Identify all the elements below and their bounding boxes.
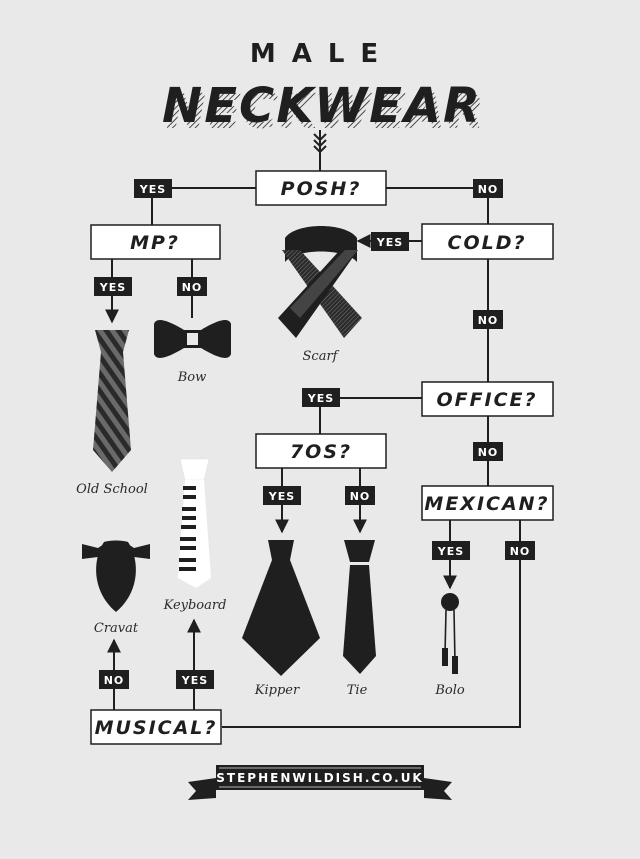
svg-text:YES: YES: [437, 545, 464, 558]
svg-text:7OS?: 7OS?: [290, 441, 352, 463]
question-cold: COLD?: [421, 223, 554, 260]
title-shadow: NECKWEAR: [166, 84, 486, 140]
svg-text:YES: YES: [99, 281, 126, 294]
bow-tie-icon: [154, 320, 231, 358]
badge-musical-no: NO: [99, 670, 129, 689]
svg-text:NO: NO: [182, 281, 203, 294]
svg-text:MP?: MP?: [130, 232, 180, 254]
footer-url: STEPHENWILDISH.CO.UK: [216, 771, 423, 785]
svg-text:NO: NO: [350, 490, 371, 503]
badge-cold-yes: YES: [371, 232, 409, 251]
caption-scarf: Scarf: [303, 349, 340, 364]
svg-text:YES: YES: [307, 392, 334, 405]
tie-icon: [343, 540, 376, 674]
svg-text:NO: NO: [478, 314, 499, 327]
caption-old-school: Old School: [76, 482, 148, 497]
svg-text:YES: YES: [181, 674, 208, 687]
svg-text:OFFICE?: OFFICE?: [436, 389, 537, 411]
footer-ribbon: STEPHENWILDISH.CO.UK: [188, 765, 452, 800]
title-line1: MALE: [250, 39, 394, 69]
fletching-arrow-icon: [313, 130, 327, 172]
cravat-icon: [82, 540, 150, 612]
svg-text:YES: YES: [139, 183, 166, 196]
svg-text:NO: NO: [104, 674, 125, 687]
badge-mexican-yes: YES: [432, 541, 470, 560]
badge-office-no: NO: [473, 442, 503, 461]
badge-musical-yes: YES: [176, 670, 214, 689]
svg-text:NO: NO: [478, 446, 499, 459]
badge-70s-no: NO: [345, 486, 375, 505]
badge-posh-yes: YES: [134, 179, 172, 198]
badge-mexican-no: NO: [505, 541, 535, 560]
badge-70s-yes: YES: [263, 486, 301, 505]
bolo-tie-icon: [441, 593, 459, 674]
question-musical: MUSICAL?: [90, 709, 222, 745]
svg-text:YES: YES: [268, 490, 295, 503]
svg-text:COLD?: COLD?: [448, 232, 527, 254]
caption-tie: Tie: [347, 683, 368, 698]
svg-text:MEXICAN?: MEXICAN?: [424, 493, 549, 515]
caption-bow: Bow: [177, 370, 207, 385]
question-70s: 7OS?: [255, 433, 387, 469]
title-line2: NECKWEAR: [162, 78, 482, 134]
badge-mp-no: NO: [177, 277, 207, 296]
caption-bolo: Bolo: [434, 683, 465, 698]
badge-cold-no: NO: [473, 310, 503, 329]
question-posh: POSH?: [255, 170, 387, 206]
kipper-tie-icon: [242, 540, 320, 676]
question-mp: MP?: [90, 224, 221, 260]
svg-text:POSH?: POSH?: [281, 178, 362, 200]
keyboard-tie-icon: [178, 458, 211, 588]
caption-kipper: Kipper: [254, 683, 300, 698]
question-mexican: MEXICAN?: [421, 485, 554, 521]
svg-text:MUSICAL?: MUSICAL?: [95, 717, 218, 739]
svg-text:NO: NO: [510, 545, 531, 558]
svg-text:NO: NO: [478, 183, 499, 196]
svg-text:YES: YES: [376, 236, 403, 249]
badge-posh-no: NO: [473, 179, 503, 198]
badge-office-yes: YES: [302, 388, 340, 407]
badge-mp-yes: YES: [94, 277, 132, 296]
question-office: OFFICE?: [421, 381, 554, 417]
scarf-icon: [278, 226, 362, 338]
caption-keyboard: Keyboard: [163, 598, 227, 613]
old-school-tie-icon: [93, 330, 131, 472]
caption-cravat: Cravat: [94, 621, 139, 636]
